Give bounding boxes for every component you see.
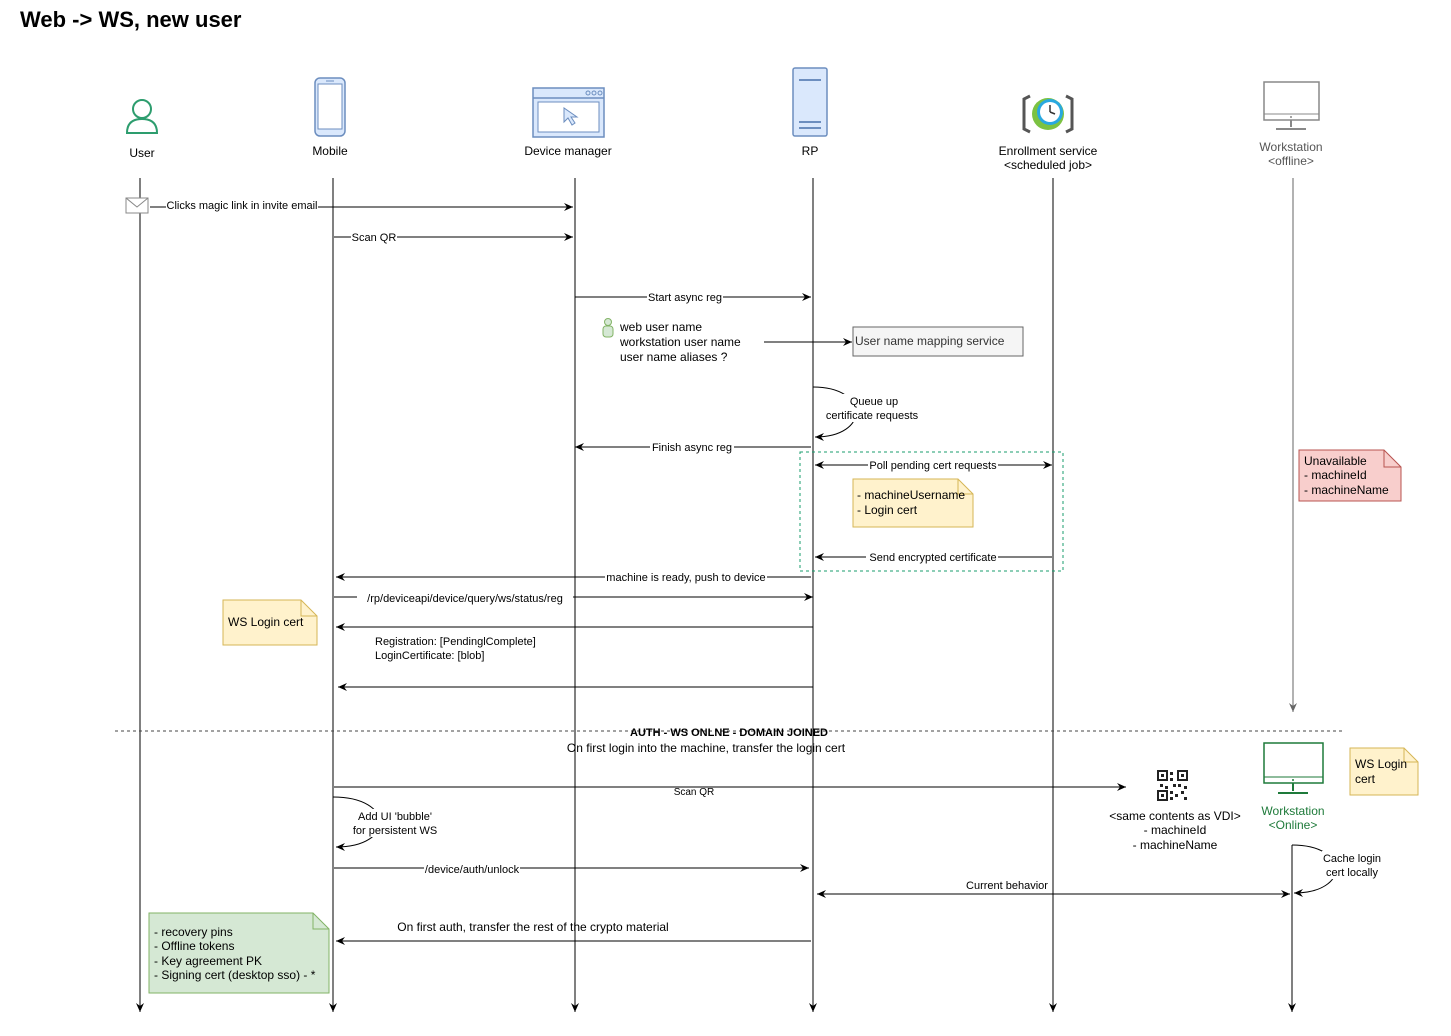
message-label: /rp/deviceapi/device/query/ws/status/reg xyxy=(367,593,563,605)
message-m4: Finish async reg xyxy=(575,440,811,454)
message-m9: Scan QR xyxy=(334,783,1126,798)
message-m8: /rp/deviceapi/device/query/ws/status/reg xyxy=(334,590,813,605)
monitor-icon xyxy=(1263,81,1320,130)
message-label: On first auth, transfer the rest of the … xyxy=(397,920,668,934)
server-icon xyxy=(792,67,828,137)
note-line: - Key agreement PK xyxy=(154,954,262,968)
message-m11: Current behavior xyxy=(817,880,1290,898)
message-label: Clicks magic link in invite email xyxy=(167,200,318,212)
self-call-label: Add UI 'bubble' xyxy=(358,811,432,823)
self-call-bubble: Add UI 'bubble' for persistent WS xyxy=(332,796,438,851)
note-line: - Signing cert (desktop sso) - * xyxy=(154,968,316,982)
lifelines xyxy=(136,178,1297,1012)
qr-caption: <same contents as VDI> xyxy=(1109,809,1240,823)
self-call-queue: Queue up certificate requests xyxy=(812,386,919,441)
message-label: Send encrypted certificate xyxy=(869,552,996,564)
divider-sublabel: On first login into the machine, transfe… xyxy=(567,741,846,755)
ws-online-sublabel: <Online> xyxy=(1269,818,1318,832)
response-line: Registration: [PendinglComplete] xyxy=(375,636,536,648)
self-call-label: cert locally xyxy=(1326,867,1378,879)
note-line: - machineName xyxy=(1304,483,1389,497)
divider-label: AUTH - WS ONLNE - DOMAIN JOINED xyxy=(630,727,828,739)
self-call-label: Queue up xyxy=(850,396,898,408)
qr-caption: - machineId xyxy=(1144,823,1207,837)
message-m5: Poll pending cert requests xyxy=(815,458,1052,472)
mobile-phone-icon xyxy=(314,77,346,137)
note-line: cert xyxy=(1355,772,1376,786)
message-label: Finish async reg xyxy=(652,442,732,454)
actor-sublabel-enrollment: <scheduled job> xyxy=(1004,158,1092,172)
message-label: Current behavior xyxy=(966,880,1048,892)
user-mapping-block: web user name workstation user name user… xyxy=(602,318,1024,364)
self-call-cache: Cache login cert locally xyxy=(1291,844,1384,897)
self-call-label: certificate requests xyxy=(826,410,919,422)
message-m2: Scan QR xyxy=(334,230,573,244)
actor-label-enrollment: Enrollment service xyxy=(999,144,1098,158)
browser-window-icon xyxy=(532,87,605,138)
note-line: - machineUsername xyxy=(857,488,965,502)
actor-label-device-manager: Device manager xyxy=(524,144,611,158)
qr-caption: - machineName xyxy=(1133,838,1218,852)
mapping-line: web user name xyxy=(619,320,702,334)
email-icon xyxy=(125,197,149,214)
actor-label-mobile: Mobile xyxy=(312,144,348,158)
message-label: Scan QR xyxy=(674,787,715,798)
message-m6: Send encrypted certificate xyxy=(815,550,1052,564)
note-line: Unavailable xyxy=(1304,454,1367,468)
actor-label-rp: RP xyxy=(802,144,819,158)
scheduled-job-icon xyxy=(1022,94,1074,134)
mapping-service-box xyxy=(852,326,1024,357)
message-m10: /device/auth/unlock xyxy=(334,861,809,876)
note-ws-login-cert-right: WS Login cert xyxy=(1349,747,1419,796)
note-line: WS Login cert xyxy=(228,615,304,629)
message-m7: machine is ready, push to device xyxy=(336,570,811,584)
note-line: - Login cert xyxy=(857,503,918,517)
message-label: machine is ready, push to device xyxy=(606,572,765,584)
message-label: Poll pending cert requests xyxy=(869,460,997,472)
message-label: /device/auth/unlock xyxy=(425,864,520,876)
note-line: - Offline tokens xyxy=(154,939,234,953)
note-line: WS Login xyxy=(1355,757,1407,771)
section-divider: AUTH - WS ONLNE - DOMAIN JOINED On first… xyxy=(115,727,1343,755)
note-ws-login-cert: WS Login cert xyxy=(222,599,318,646)
ws-online-label: Workstation xyxy=(1261,804,1324,818)
actor-label-workstation: Workstation xyxy=(1259,140,1322,154)
person-icon xyxy=(125,99,159,134)
note-line: - recovery pins xyxy=(154,925,233,939)
message-label: Start async reg xyxy=(648,292,722,304)
message-label: Scan QR xyxy=(352,232,397,244)
message-m3: Start async reg xyxy=(575,290,811,304)
message-registration-response: Registration: [PendinglComplete] LoginCe… xyxy=(336,623,813,662)
self-call-label: Cache login xyxy=(1323,853,1381,865)
poll-group-box xyxy=(799,451,1064,572)
message-m12: On first auth, transfer the rest of the … xyxy=(336,920,811,945)
qr-code-icon xyxy=(1157,770,1188,801)
actor-label-user: User xyxy=(129,146,154,160)
note-line: - machineId xyxy=(1304,468,1367,482)
monitor-online-icon xyxy=(1263,742,1324,794)
self-call-label: for persistent WS xyxy=(353,825,437,837)
mapping-service-label: User name mapping service xyxy=(855,334,1005,348)
message-m1: Clicks magic link in invite email xyxy=(150,199,573,212)
response-line: LoginCertificate: [blob] xyxy=(375,650,484,662)
note-machine-login: - machineUsername - Login cert xyxy=(852,478,974,528)
actor-sublabel-workstation: <offline> xyxy=(1268,154,1314,168)
diagram-title: Web -> WS, new user xyxy=(20,7,242,32)
mapping-line: user name aliases ? xyxy=(620,350,728,364)
user-small-icon xyxy=(602,318,614,338)
note-unavailable: Unavailable - machineId - machineName xyxy=(1298,449,1402,502)
note-recovery: - recovery pins - Offline tokens - Key a… xyxy=(148,912,330,994)
mapping-line: workstation user name xyxy=(619,335,741,349)
